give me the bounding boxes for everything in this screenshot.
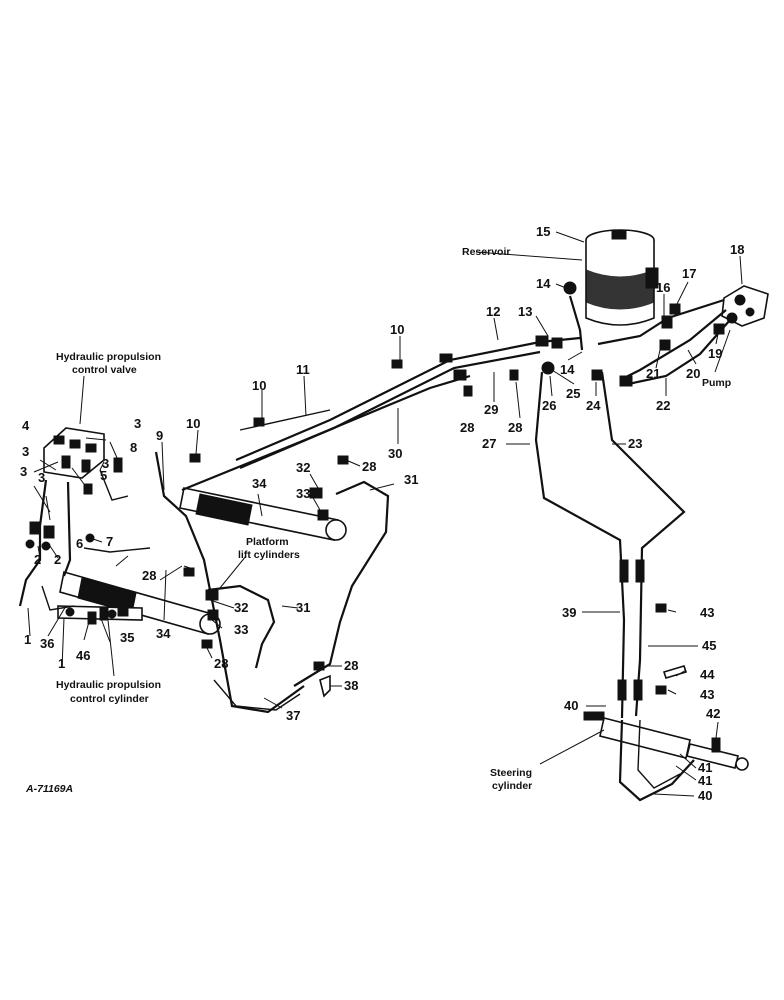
callout-6: 6	[76, 536, 83, 551]
callout-5: 5	[100, 468, 107, 483]
callout-26: 26	[542, 398, 556, 413]
callout-28-lower-left: 28	[142, 568, 156, 583]
callout-7: 7	[106, 534, 113, 549]
callout-46: 46	[76, 648, 90, 663]
callout-11: 11	[296, 362, 310, 377]
callout-21: 21	[646, 366, 660, 381]
callout-43-lower: 43	[700, 687, 714, 702]
callout-2-left: 2	[34, 552, 41, 567]
captions: Reservoir Pump Hydraulic propulsion cont…	[25, 246, 731, 795]
callout-31-lower: 31	[296, 600, 310, 615]
callout-31-upper: 31	[404, 472, 418, 487]
callout-3-left-c: 3	[38, 470, 45, 485]
callout-30: 30	[388, 446, 402, 461]
callout-24: 24	[586, 398, 601, 413]
callout-45: 45	[702, 638, 716, 653]
callout-12: 12	[486, 304, 500, 319]
pump-label: Pump	[702, 377, 731, 389]
callout-28-mid: 28	[460, 420, 474, 435]
callout-33-upper: 33	[296, 486, 310, 501]
callout-42: 42	[706, 706, 720, 721]
callout-23: 23	[628, 436, 642, 451]
control-cylinder-label-line1: Hydraulic propulsion	[56, 679, 161, 691]
reservoir-tank	[585, 229, 659, 326]
callout-1-lower: 1	[58, 656, 65, 671]
callout-28-upper: 28	[362, 459, 376, 474]
callout-10-top: 10	[390, 322, 404, 337]
callout-15: 15	[536, 224, 550, 239]
callout-3-left-b: 3	[20, 464, 27, 479]
callout-34-upper: 34	[252, 476, 267, 491]
callout-16: 16	[656, 280, 670, 295]
callout-3-top: 3	[134, 416, 141, 431]
callout-2-right: 2	[54, 552, 61, 567]
callout-44: 44	[700, 667, 715, 682]
callout-34-lower: 34	[156, 626, 171, 641]
callout-28-bottom: 28	[344, 658, 358, 673]
callout-38: 38	[344, 678, 358, 693]
platform-lift-label-line2: lift cylinders	[238, 549, 300, 561]
callout-36: 36	[40, 636, 54, 651]
callout-8: 8	[130, 440, 137, 455]
callout-22: 22	[656, 398, 670, 413]
callout-10-left: 10	[186, 416, 200, 431]
steering-cylinder-label-line2: cylinder	[492, 780, 532, 792]
callout-13: 13	[518, 304, 532, 319]
callout-41-upper: 41	[698, 760, 712, 775]
callout-27: 27	[482, 436, 496, 451]
callout-9: 9	[156, 428, 163, 443]
fittings	[25, 281, 725, 701]
callout-14-upper: 14	[536, 276, 551, 291]
platform-lift-cylinder-lower	[59, 570, 221, 636]
callout-32-upper: 32	[296, 460, 310, 475]
reservoir-label: Reservoir	[462, 246, 510, 258]
callout-37: 37	[286, 708, 300, 723]
callout-19: 19	[708, 346, 722, 361]
callout-41-lower: 41	[698, 773, 712, 788]
callout-25: 25	[566, 386, 580, 401]
leader-lines	[27, 231, 743, 797]
callout-1-upper: 1	[24, 632, 31, 647]
callout-numbers: 15 14 18 17 16 19 20 21 22 23 24 25 26 2…	[20, 224, 744, 803]
control-valve-label-line1: Hydraulic propulsion	[56, 351, 161, 363]
control-cylinder-label-line2: control cylinder	[70, 693, 149, 705]
platform-lift-cylinder-upper	[179, 487, 347, 541]
control-valve-label-line2: control valve	[72, 364, 137, 376]
callout-18: 18	[730, 242, 744, 257]
steering-cylinder	[583, 711, 749, 771]
callout-39: 39	[562, 605, 576, 620]
callout-43-upper: 43	[700, 605, 714, 620]
callout-3-right: 3	[102, 456, 109, 471]
callout-3-left-a: 3	[22, 444, 29, 459]
callout-28-lower: 28	[214, 656, 228, 671]
figure-code: A-71169A	[25, 783, 73, 795]
callout-20: 20	[686, 366, 700, 381]
platform-lift-label-line1: Platform	[246, 536, 289, 548]
callout-4: 4	[22, 418, 30, 433]
callout-32-lower: 32	[234, 600, 248, 615]
callout-35: 35	[120, 630, 134, 645]
callout-40-upper: 40	[564, 698, 578, 713]
control-valve	[43, 427, 105, 479]
callout-17: 17	[682, 266, 696, 281]
callout-10-mid: 10	[252, 378, 266, 393]
callout-29: 29	[484, 402, 498, 417]
steering-cylinder-label-line1: Steering	[490, 767, 532, 779]
callout-33-lower: 33	[234, 622, 248, 637]
callout-28-right: 28	[508, 420, 522, 435]
callout-14-lower: 14	[560, 362, 575, 377]
callout-40-lower: 40	[698, 788, 712, 803]
